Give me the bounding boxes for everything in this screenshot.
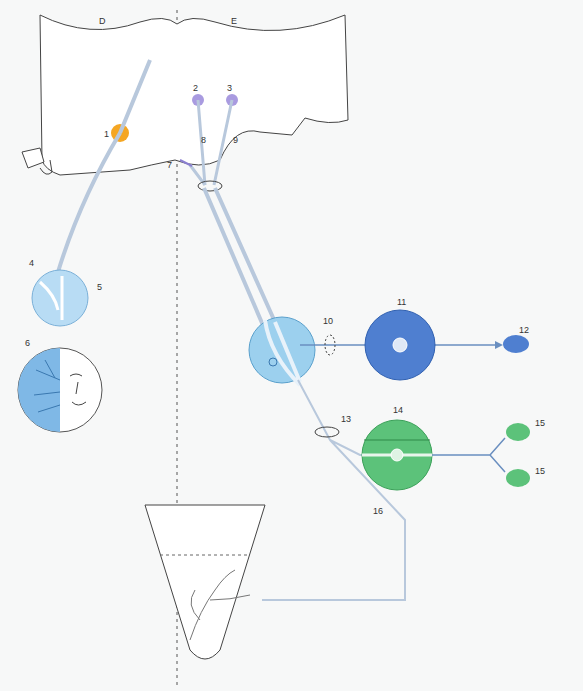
arrowhead bbox=[495, 341, 503, 349]
ganglion bbox=[249, 317, 315, 383]
callout-number: 5 bbox=[96, 282, 103, 293]
callout-number: 3 bbox=[226, 83, 233, 94]
tongue-figure bbox=[160, 555, 250, 556]
callout-number: 14 bbox=[392, 405, 404, 416]
nerve-fibre bbox=[432, 438, 505, 472]
face-figure bbox=[18, 348, 102, 432]
callout-number: 4 bbox=[28, 258, 35, 269]
brain-outline bbox=[40, 15, 348, 175]
nerve-root bbox=[40, 160, 52, 174]
nerve-fibre bbox=[262, 380, 430, 600]
foramen bbox=[198, 181, 222, 191]
callout-number: 2 bbox=[192, 83, 199, 94]
target-gland bbox=[506, 469, 530, 487]
callout-number: E bbox=[230, 16, 238, 27]
ganglion-cell bbox=[269, 358, 277, 366]
face-nerves bbox=[34, 360, 60, 412]
face-figure bbox=[18, 348, 60, 432]
callout-number: 15 bbox=[534, 418, 546, 429]
tongue-figure bbox=[145, 505, 265, 659]
nerve-bundle bbox=[265, 320, 300, 385]
ganglion bbox=[362, 420, 432, 490]
callout-number: 16 bbox=[372, 506, 384, 517]
taste-fibres bbox=[190, 570, 250, 640]
callout-number: 9 bbox=[232, 135, 239, 146]
nerve-root bbox=[22, 148, 44, 168]
ganglion bbox=[32, 270, 88, 326]
callout-number: 15 bbox=[534, 466, 546, 477]
callout-number: 7 bbox=[166, 160, 173, 171]
nerve-bundle bbox=[204, 188, 275, 330]
nerve-fibre bbox=[190, 100, 232, 185]
ganglion-cell bbox=[393, 338, 407, 352]
nerve-ring bbox=[325, 335, 335, 355]
callout-number: 10 bbox=[322, 316, 334, 327]
ganglion bbox=[365, 310, 435, 380]
callout-number: D bbox=[98, 16, 107, 27]
ganglion-cell bbox=[391, 449, 403, 461]
callout-number: 13 bbox=[340, 414, 352, 425]
nerve-fibre bbox=[364, 440, 430, 441]
callout-number: 8 bbox=[200, 135, 207, 146]
nerve-fibre bbox=[58, 60, 150, 272]
callout-number: 6 bbox=[24, 338, 31, 349]
callout-number: 12 bbox=[518, 325, 530, 336]
callout-number: 1 bbox=[103, 129, 110, 140]
nerve-ring bbox=[315, 427, 339, 437]
nerve-fibre bbox=[40, 276, 62, 320]
face-features bbox=[70, 374, 86, 405]
target-gland bbox=[506, 423, 530, 441]
nerve-fibre bbox=[180, 160, 192, 166]
target-gland bbox=[503, 335, 529, 353]
callout-number: 11 bbox=[396, 297, 407, 308]
